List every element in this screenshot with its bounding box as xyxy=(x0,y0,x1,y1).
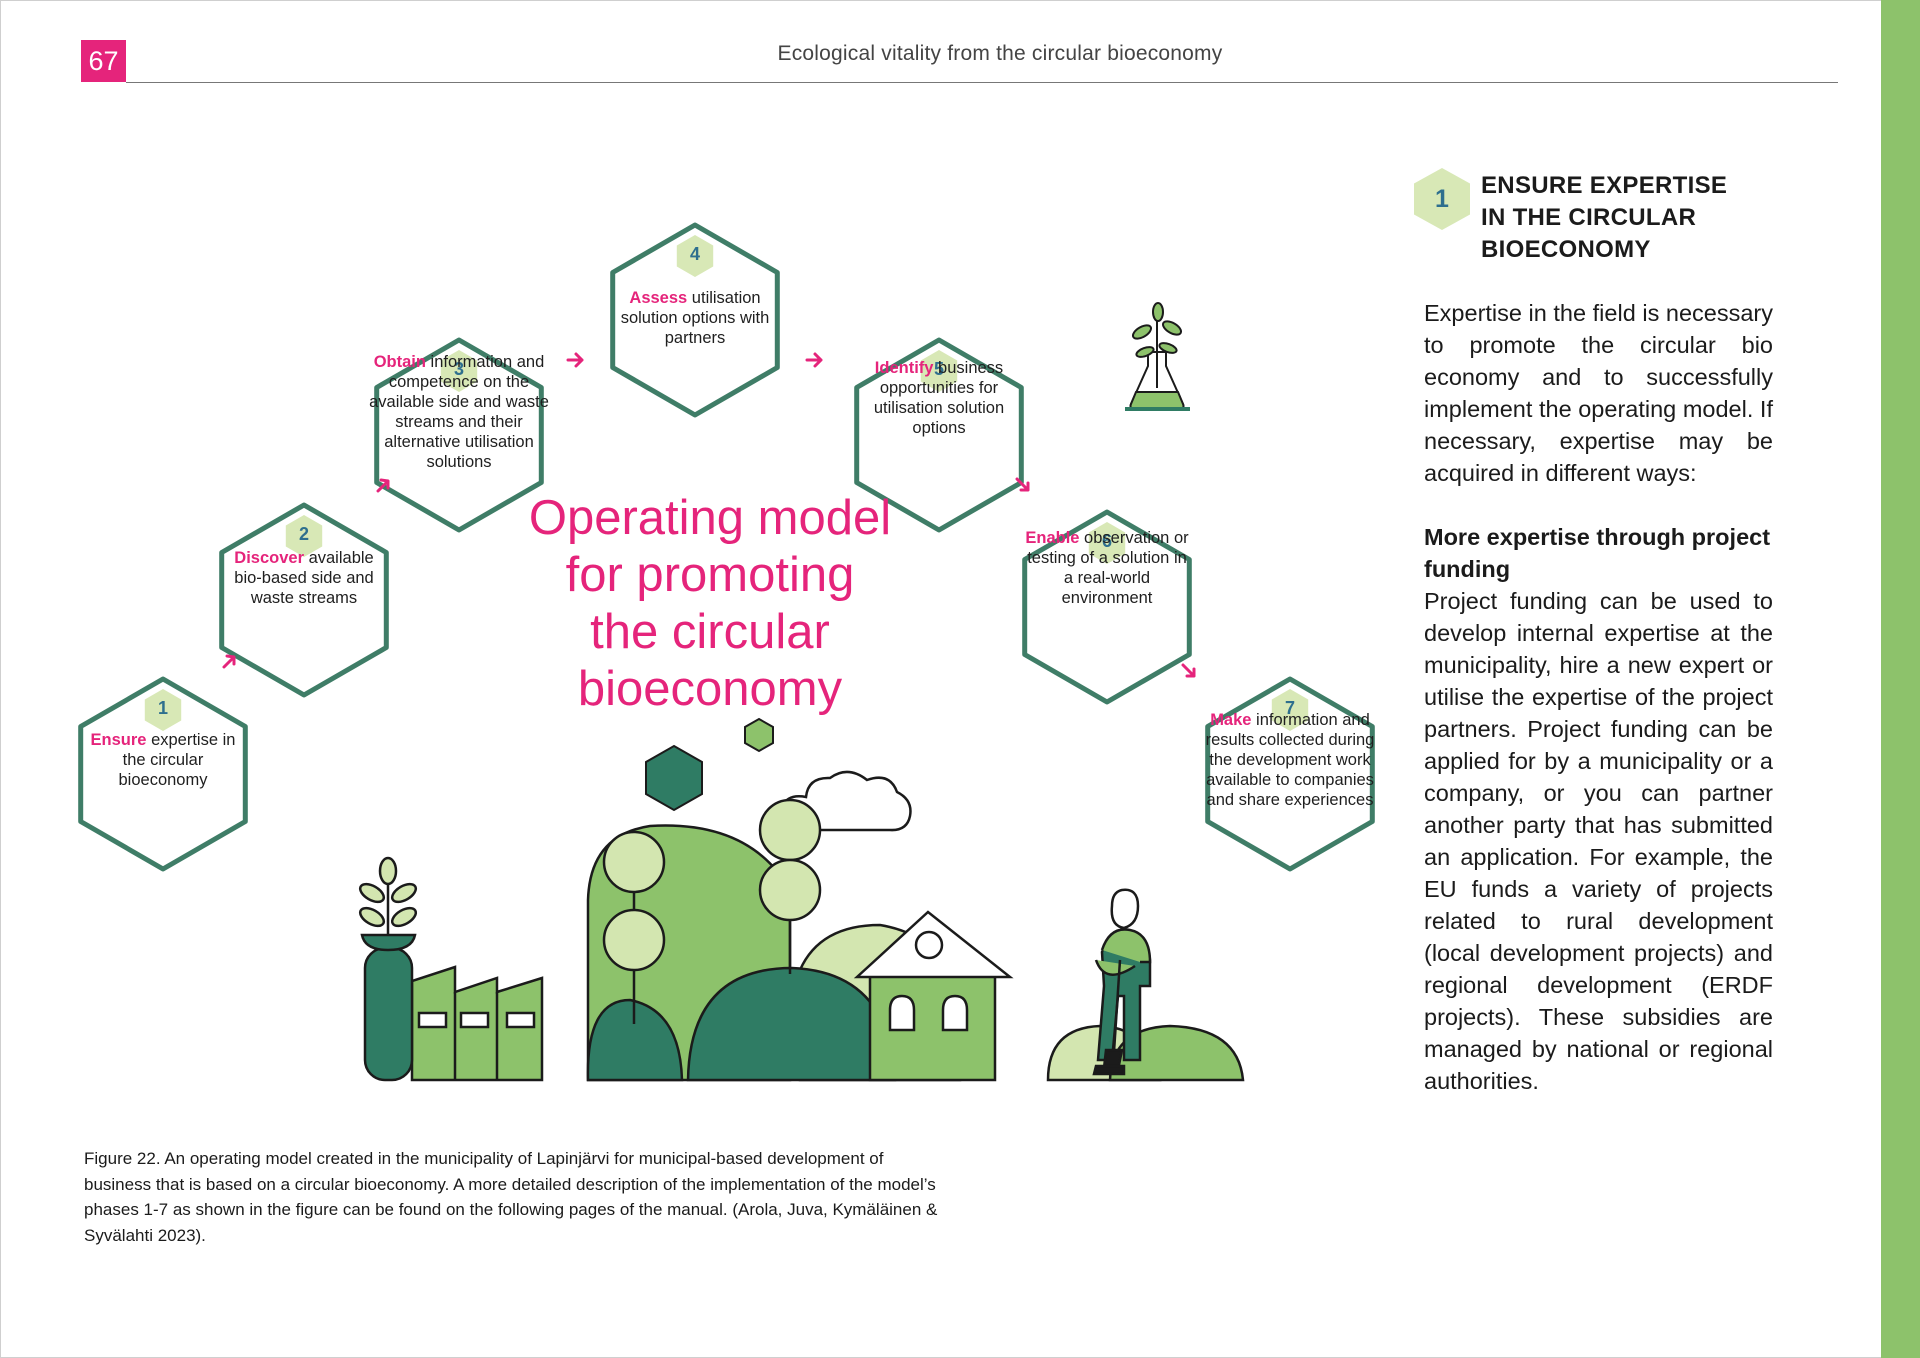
plant-flask-icon xyxy=(1125,303,1190,409)
phase-label: Discover available bio-based side and wa… xyxy=(219,548,389,608)
phase-label: Obtain information and competence on the… xyxy=(366,352,552,472)
phase-keyword: Identify xyxy=(875,359,934,377)
figure-title-line: the circular xyxy=(500,604,920,661)
phase-number: 1 xyxy=(143,698,183,719)
phase-keyword: Obtain xyxy=(374,353,426,371)
side-section-heading: ENSURE EXPERTISE IN THE CIRCULAR BIOECON… xyxy=(1481,170,1741,266)
arrow-icon xyxy=(568,354,582,366)
header-rule xyxy=(126,82,1838,83)
gardener-illustration xyxy=(1048,890,1243,1080)
figure-title: Operating model for promoting the circul… xyxy=(500,490,920,718)
small-hexagon-shape xyxy=(646,746,702,810)
arrow-icon xyxy=(224,656,234,667)
phase-label: Assess utilisation solution options with… xyxy=(605,288,785,348)
figure-title-line: bioeconomy xyxy=(500,661,920,718)
figure-caption: Figure 22. An operating model created in… xyxy=(84,1146,944,1248)
phase-keyword: Discover xyxy=(234,549,304,567)
phase-number: 4 xyxy=(675,244,715,265)
page-number: 67 xyxy=(81,40,126,82)
phase-label: Ensure expertise in the circular bioecon… xyxy=(78,730,248,790)
arrow-icon xyxy=(1183,665,1194,676)
side-body-paragraph: Project funding can be used to develop i… xyxy=(1424,585,1773,1097)
small-hexagon-shape xyxy=(745,719,773,751)
phase-label: Identify business opportunities for util… xyxy=(854,358,1024,438)
side-section-number: 1 xyxy=(1414,168,1470,230)
arrow-icon xyxy=(807,354,821,366)
phase-number: 2 xyxy=(284,524,324,545)
phase-keyword: Enable xyxy=(1025,529,1079,547)
phase-label: Make information and results collected d… xyxy=(1200,710,1380,810)
running-title: Ecological vitality from the circular bi… xyxy=(600,42,1400,66)
side-color-stripe xyxy=(1881,0,1920,1358)
side-intro-paragraph: Expertise in the field is necessary to p… xyxy=(1424,297,1773,489)
phase-label: Enable observation or testing of a solut… xyxy=(1022,528,1192,608)
figure-title-line: for promoting xyxy=(500,547,920,604)
factory-illustration xyxy=(357,858,542,1080)
phase-keyword: Ensure xyxy=(91,731,147,749)
phase-keyword: Assess xyxy=(629,289,687,307)
side-section-badge: 1 xyxy=(1414,168,1470,230)
phase-keyword: Make xyxy=(1210,711,1251,729)
side-subheading: More expertise through project funding xyxy=(1424,521,1773,585)
figure-title-line: Operating model xyxy=(500,490,920,547)
landscape-illustration xyxy=(588,800,1010,1080)
side-section-body: Expertise in the field is necessary to p… xyxy=(1424,297,1773,1097)
